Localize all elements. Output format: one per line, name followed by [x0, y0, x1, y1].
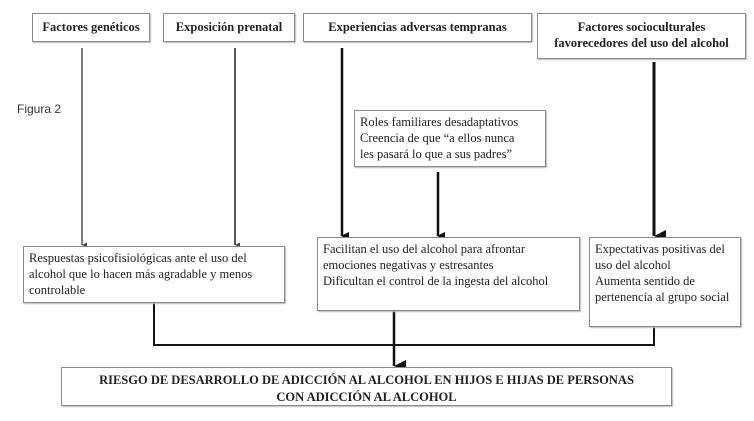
coping-line-2: Dificultan el control de la ingesta del …	[323, 274, 549, 288]
connector-merge	[153, 303, 655, 346]
roles-line-1: Roles familiares desadaptativos	[360, 115, 519, 129]
outcome-line-2: CON ADICCIÓN AL ALCOHOL	[276, 390, 457, 404]
roles-line-3: les pasará lo que a sus padres”	[360, 147, 513, 161]
factor-genetic-box: Factores genéticos	[32, 13, 150, 42]
sociocultural-line-2: favorecedores del uso del alcohol	[554, 36, 729, 50]
sociocultural-line-1: Factores socioculturales	[577, 20, 706, 34]
outcome-line-1: RIESGO DE DESARROLLO DE ADICCIÓN AL ALCO…	[99, 373, 634, 387]
factor-adverse-box: Experiencias adversas tempranas	[303, 13, 532, 42]
factor-sociocultural-box: Factores socioculturales favorecedores d…	[537, 13, 746, 59]
expectations-line-2: Aumenta sentido de pertenencia al grupo …	[595, 274, 730, 304]
factor-prenatal-box: Exposición prenatal	[163, 13, 295, 42]
expectations-box: Expectativas positivas del uso del alcoh…	[589, 237, 741, 327]
figure-label: Figura 2	[17, 102, 62, 116]
expectations-line-1: Expectativas positivas del uso del alcoh…	[595, 242, 725, 272]
family-roles-box: Roles familiares desadaptativos Creencia…	[354, 110, 546, 167]
psychophysiological-box: Respuestas psicofisiológicas ante el uso…	[23, 246, 285, 303]
roles-line-2: Creencia de que “a ellos nunca	[360, 131, 515, 145]
coping-box: Facilitan el uso del alcohol para afront…	[317, 237, 580, 311]
outcome-box: RIESGO DE DESARROLLO DE ADICCIÓN AL ALCO…	[61, 367, 672, 406]
coping-line-1: Facilitan el uso del alcohol para afront…	[323, 242, 526, 272]
